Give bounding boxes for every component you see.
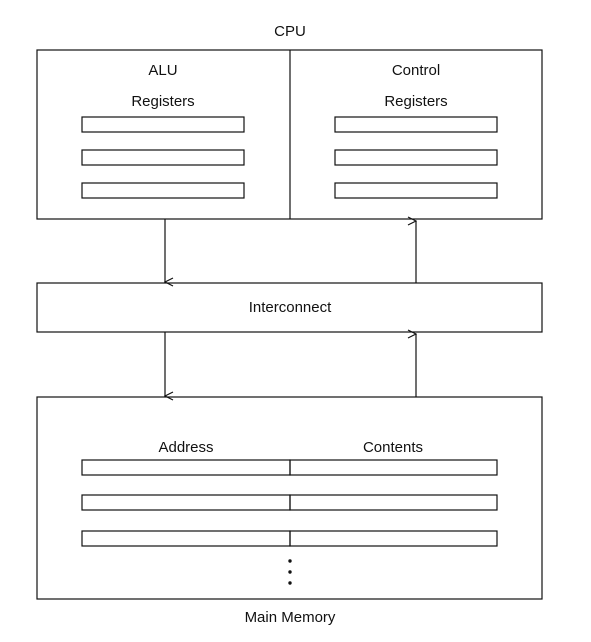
control-register-2	[334, 149, 498, 166]
alu-section: ALU Registers	[81, 62, 245, 199]
memory-row-1-address	[81, 459, 291, 476]
memory-contents-header: Contents	[363, 439, 423, 456]
memory-title: Main Memory	[245, 609, 336, 626]
memory-row-3	[81, 530, 498, 547]
alu-register-3	[81, 182, 245, 199]
alu-title: ALU	[148, 62, 177, 79]
control-title: Control	[392, 62, 440, 79]
alu-registers-label: Registers	[131, 93, 194, 110]
cpu-title: CPU	[274, 23, 306, 40]
control-registers-label: Registers	[384, 93, 447, 110]
control-register-1	[334, 116, 498, 133]
memory-box	[36, 396, 543, 600]
memory-row-1	[81, 459, 498, 476]
interconnect-label: Interconnect	[249, 299, 332, 316]
control-register-3	[334, 182, 498, 199]
control-section: Control Registers	[334, 62, 498, 199]
memory-address-header: Address	[158, 439, 213, 456]
memory-continuation-ellipsis	[288, 559, 292, 585]
memory-row-1-contents	[289, 459, 498, 476]
interconnect-box	[36, 282, 543, 333]
alu-register-2	[81, 149, 245, 166]
memory-row-3-contents	[289, 530, 498, 547]
memory-row-2-address	[81, 494, 291, 511]
memory-row-3-address	[81, 530, 291, 547]
alu-register-1	[81, 116, 245, 133]
memory-row-2	[81, 494, 498, 511]
memory-row-2-contents	[289, 494, 498, 511]
